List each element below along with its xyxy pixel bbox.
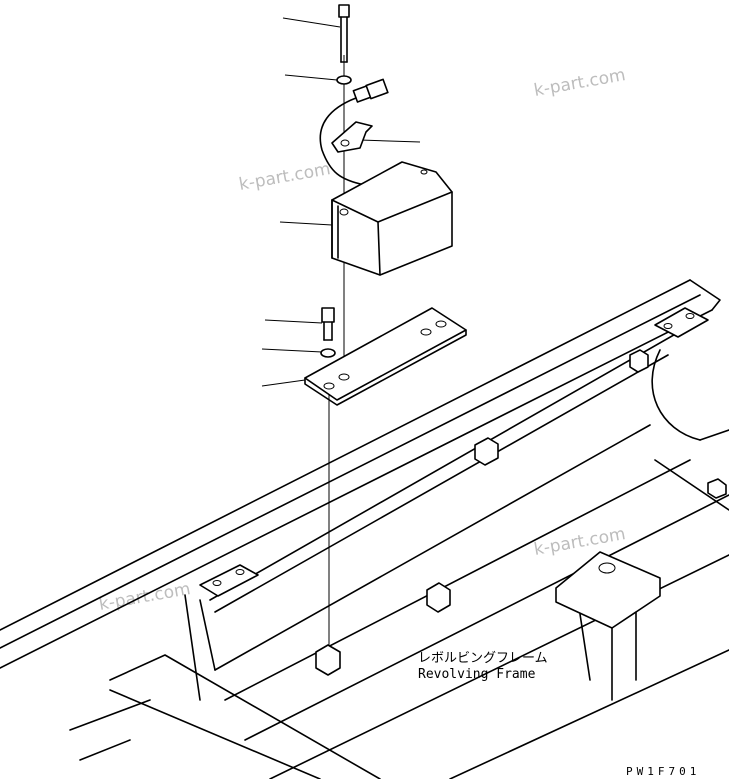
drawing-code: PW1F701: [626, 765, 700, 778]
bolt-upper: [338, 4, 350, 63]
mounting-plate: [304, 307, 467, 406]
watermark-4: k-part.com: [97, 579, 192, 615]
washer-upper: [336, 75, 352, 85]
leader-lines: [261, 17, 421, 387]
wire-clip-bracket: [331, 121, 373, 153]
revolving-frame: [0, 279, 729, 779]
label-japanese: レボルビングフレーム: [418, 651, 548, 666]
watermark-2: k-part.com: [237, 159, 332, 195]
wire-connector: [319, 78, 389, 186]
control-box: [331, 161, 453, 276]
watermarks: k-part.com k-part.com k-part.com k-part.…: [97, 65, 627, 615]
washer-lower: [320, 348, 336, 358]
bolt-lower: [321, 307, 335, 341]
watermark-1: k-part.com: [532, 65, 627, 101]
label-english: Revolving Frame: [418, 667, 536, 682]
